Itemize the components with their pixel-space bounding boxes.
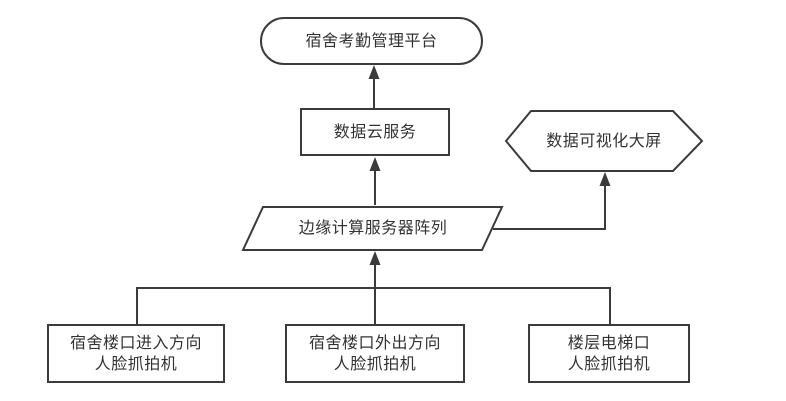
node-platform-label: 宿舍考勤管理平台 <box>305 32 438 50</box>
node-edge-servers: 边缘计算服务器阵列 <box>253 207 493 250</box>
node-camera-entry-line2: 人脸抓拍机 <box>94 355 178 373</box>
node-big-screen-label: 数据可视化大屏 <box>546 132 662 150</box>
node-cloud-service: 数据云服务 <box>300 108 450 156</box>
node-big-screen: 数据可视化大屏 <box>506 111 702 171</box>
node-platform: 宿舍考勤管理平台 <box>260 17 483 65</box>
node-camera-elevator: 楼层电梯口 人脸抓拍机 <box>528 324 690 383</box>
node-edge-servers-label: 边缘计算服务器阵列 <box>298 220 448 237</box>
node-camera-elevator-line1: 楼层电梯口 <box>567 334 651 352</box>
node-camera-exit: 宿舍楼口外出方向 人脸抓拍机 <box>285 324 465 383</box>
node-camera-exit-line2: 人脸抓拍机 <box>333 355 417 373</box>
node-camera-entry: 宿舍楼口进入方向 人脸抓拍机 <box>47 324 225 383</box>
node-camera-elevator-line2: 人脸抓拍机 <box>567 355 651 373</box>
node-camera-entry-line1: 宿舍楼口进入方向 <box>69 334 202 352</box>
node-cloud-service-label: 数据云服务 <box>333 123 417 141</box>
node-camera-exit-line1: 宿舍楼口外出方向 <box>308 334 441 352</box>
